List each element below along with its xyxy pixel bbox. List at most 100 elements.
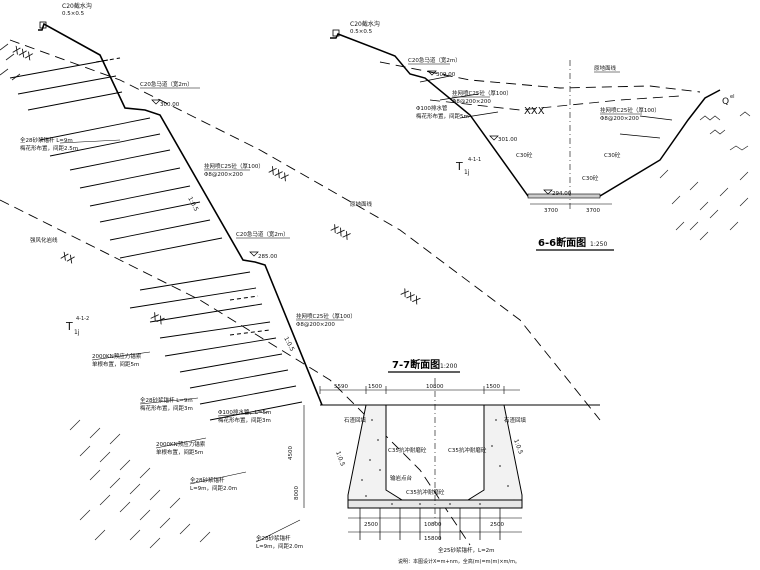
section66-channel-floor — [527, 193, 601, 199]
section66-mid-elev: 301.00 — [498, 137, 518, 143]
net1-label: 挂网喷C25砼（厚100） — [204, 162, 264, 170]
section77-dim-bottom-total: 15800 — [424, 536, 442, 542]
drain-pipe-label: Φ100排水管，L=5m — [218, 408, 271, 416]
elev2-marker — [249, 251, 259, 257]
section77-wall-left: C35抗冲耐磨砼 — [388, 446, 427, 454]
section77-dim-bottom-1: 10800 — [424, 522, 442, 528]
section77-wall-right: C35抗冲耐磨砼 — [448, 446, 487, 454]
stratum-sup: 4-1-2 — [76, 316, 89, 322]
section66-net-left: 挂网喷C25砼（厚100） — [452, 89, 512, 97]
slope2-label: 1:0.5 — [282, 336, 295, 353]
section66-stratum-sup: 4-1-1 — [468, 157, 481, 163]
section66-title: 6-6断面图 — [538, 236, 586, 249]
section77-title: 7-7断面图 — [392, 358, 440, 371]
top-ditch-label: C20截水沟 — [62, 2, 92, 10]
platform2-label: C20急马道（宽2m） — [236, 230, 289, 238]
section66-c30-right: C30砼 — [604, 151, 621, 159]
anchor1-note: 梅花形布置，间距2.5m — [20, 144, 78, 152]
section77-dim-top-0: 5590 — [334, 384, 348, 390]
xx-label-2: XX — [149, 311, 166, 327]
section77-dim-bottom-2: 2500 — [490, 522, 504, 528]
anchor4-label: 全28砂浆锚杆 — [256, 534, 291, 542]
section66-net-right: 挂网喷C25砼（厚100） — [600, 106, 660, 114]
section66-profile — [330, 33, 721, 197]
section66-ditch-symbol — [332, 29, 340, 37]
xxx-label-2: XXX — [267, 165, 290, 184]
rock-hatch-lower-left — [69, 419, 211, 549]
section66-platform-elev-marker — [427, 70, 437, 76]
elev2-label: 285.00 — [258, 254, 278, 260]
original-ground-label: 原地面线 — [350, 200, 373, 208]
section77-anchor-bottom: 全25砂浆锚杆，L=2m — [438, 546, 495, 554]
prestress2-note: 单根布置，间距5m — [156, 448, 203, 456]
section77-dim-ticks — [319, 386, 505, 394]
prestress1-label: 2000KN预应力锚索 — [92, 352, 142, 360]
section77-stone-right: 石渣回填 — [504, 416, 527, 424]
leader-lines-main — [59, 87, 344, 543]
weathered-rock-line — [0, 199, 471, 546]
drain-pipe-note: 梅花形布置，间距3m — [218, 416, 271, 424]
section77-slope-left: 1:0.5 — [334, 450, 346, 467]
section66-q-label: Q — [722, 97, 729, 107]
main-section: XXX XXX XXX XX XX XXX C20截水沟 0.5×0.5 C20… — [0, 2, 601, 550]
section77-dim-bottom-0: 2500 — [364, 522, 378, 528]
elev1-label: 300.00 — [160, 102, 180, 108]
section77-scale: 1:200 — [440, 363, 457, 370]
section66-xxx: XXX — [524, 106, 545, 117]
anchor1-label: 全28砂浆锚杆 L=9m — [20, 136, 73, 144]
section66-orig-ground: 原地面线 — [594, 64, 617, 72]
section66-dim-right: 3700 — [586, 208, 600, 214]
net1-mesh: Φ8@200×200 — [204, 172, 243, 178]
section66-stratum: T — [455, 160, 463, 173]
anchor4-len: L=9m，间距2.0m — [256, 542, 303, 550]
section66-stratum-sub: 1j — [464, 169, 470, 176]
section66-platform-elev: 309.00 — [436, 72, 456, 78]
section66-drain-pipe: Φ100排水管 — [416, 104, 448, 112]
top-ditch-size: 0.5×0.5 — [62, 11, 85, 17]
section66-q-sup: el — [730, 94, 734, 100]
xxx-label-4: XXX — [329, 223, 352, 243]
section66-scale: 1:250 — [590, 241, 607, 248]
anchor-lines-upper — [9, 59, 223, 259]
xx-label-1: XX — [59, 251, 76, 267]
original-ground-line — [9, 39, 601, 421]
section77-concrete-texture — [361, 419, 515, 505]
section66-c30-bottom: C30砼 — [582, 174, 599, 182]
rock-hatch-upper-left — [0, 43, 21, 81]
section77-stone-left: 石渣回填 — [344, 416, 367, 424]
xxx-markers: XXX XXX XXX XX XX XXX — [11, 45, 422, 328]
platform1-label: C20急马道（宽2m） — [140, 80, 193, 88]
anchor-lines-lower — [129, 271, 303, 421]
section-66: C20截水沟 0.5×0.5 C20急马道（宽2m） 309.00 原地面线 挂… — [330, 20, 751, 251]
net2-label: 挂网喷C25砼（厚100） — [296, 312, 356, 320]
section77-dim-top-1: 1500 — [368, 384, 382, 390]
section77-height-dim: 4500 — [288, 446, 294, 460]
section66-top-ditch: C20截水沟 — [350, 20, 380, 28]
section77-bottom-rock: 输岩点台 — [390, 474, 413, 482]
slope-profile-line — [38, 22, 323, 406]
stratum-sub: 1j — [74, 329, 80, 336]
section66-net-right-mesh: Φ8@200×200 — [600, 116, 639, 122]
section66-bottom-elev: 294.00 — [552, 191, 572, 197]
elev1-marker — [151, 99, 161, 105]
section66-platform-ditch: C20急马道（宽2m） — [408, 56, 461, 64]
section66-top-ditch-size: 0.5×0.5 — [350, 29, 373, 35]
section66-net-left-mesh: Φ8@200×200 — [452, 99, 491, 105]
section77-note: 说明：本图设计X=m+nm，全高(m)=m(m)×m/m。 — [398, 558, 520, 565]
net2-mesh: Φ8@200×200 — [296, 322, 335, 328]
section66-bottom-elev-marker — [543, 189, 553, 195]
section77-dim-top-3: 1500 — [486, 384, 500, 390]
prestress2-label: 2000KN预应力锚索 — [156, 440, 206, 448]
section77-height-dim2: 8000 — [294, 486, 300, 500]
section77-slope-right: 1:0.5 — [512, 438, 524, 455]
section66-dim-left: 3700 — [544, 208, 558, 214]
section66-original-ground — [379, 61, 701, 93]
anchor3-len: L=9m，间距2.0m — [190, 484, 237, 492]
section66-drain-pipe-note: 梅花形布置，间距5m — [416, 112, 469, 120]
section66-c30-left: C30砼 — [516, 151, 533, 159]
section66-mid-elev-marker — [489, 135, 499, 141]
rock-line-label: 强风化岩线 — [30, 236, 58, 244]
top-ditch-symbol — [39, 21, 47, 29]
section66-leaders — [408, 63, 642, 115]
section66-hatch — [659, 111, 751, 241]
